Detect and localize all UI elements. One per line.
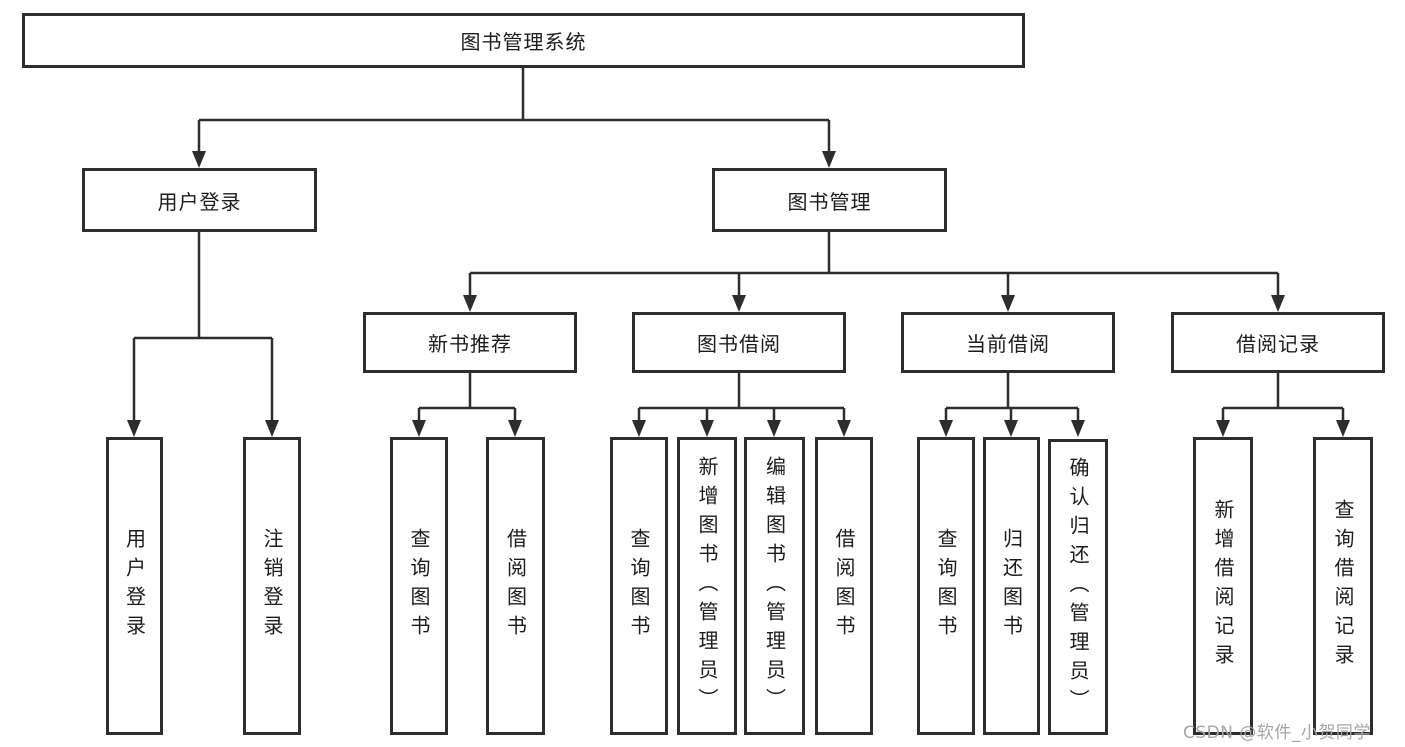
leaf-borrow-query-books: 查询图书: [610, 437, 668, 735]
leaf-borrow-edit-books-admin: 编辑图书（管理员）: [744, 437, 805, 735]
leaf-current-confirm-return-admin: 确认归还（管理员）: [1048, 439, 1108, 735]
node-new-book-recommendation: 新书推荐: [363, 312, 577, 373]
node-label: 新增图书（管理员）: [695, 455, 719, 717]
node-label: 查询图书: [934, 528, 958, 644]
leaf-current-query-books: 查询图书: [917, 437, 975, 735]
node-label: 查询借阅记录: [1331, 499, 1355, 673]
leaf-user-login: 用户登录: [106, 437, 163, 735]
leaf-newbook-borrow-books: 借阅图书: [486, 437, 545, 735]
node-label: 注销登录: [260, 528, 284, 644]
leaf-borrow-add-books-admin: 新增图书（管理员）: [677, 437, 737, 735]
node-borrowing-records: 借阅记录: [1171, 312, 1385, 373]
leaf-records-query-record: 查询借阅记录: [1313, 437, 1373, 735]
node-label: 图书借阅: [697, 332, 781, 356]
leaf-records-add-record: 新增借阅记录: [1193, 437, 1253, 735]
arrowheads: [127, 151, 1350, 437]
node-library-management-system: 图书管理系统: [22, 13, 1025, 68]
node-label: 用户登录: [157, 189, 242, 214]
node-label: 用户登录: [122, 528, 147, 644]
node-label: 图书管理: [787, 189, 872, 214]
leaf-current-return-books: 归还图书: [983, 437, 1040, 735]
node-book-borrowing: 图书借阅: [632, 312, 846, 373]
node-user-login: 用户登录: [82, 168, 317, 232]
node-label: 归还图书: [999, 528, 1024, 644]
leaf-borrow-borrow-books: 借阅图书: [815, 437, 873, 735]
node-label: 借阅记录: [1236, 332, 1320, 356]
node-label: 借阅图书: [832, 528, 856, 644]
node-label: 新书推荐: [428, 332, 512, 356]
node-label: 查询图书: [627, 528, 651, 644]
node-label: 编辑图书（管理员）: [762, 455, 787, 717]
node-book-management: 图书管理: [712, 168, 947, 232]
node-current-borrowing: 当前借阅: [901, 312, 1115, 373]
node-label: 查询图书: [407, 528, 431, 644]
node-label: 图书管理系统: [460, 30, 587, 54]
node-label: 确认归还（管理员）: [1066, 456, 1090, 718]
csdn-watermark: CSDN @软件_小贺同学: [1183, 723, 1371, 743]
node-label: 借阅图书: [503, 528, 528, 644]
leaf-logout: 注销登录: [243, 437, 301, 735]
node-label: 当前借阅: [966, 332, 1050, 356]
leaf-newbook-query-books: 查询图书: [390, 437, 448, 735]
node-label: 新增借阅记录: [1211, 499, 1235, 673]
